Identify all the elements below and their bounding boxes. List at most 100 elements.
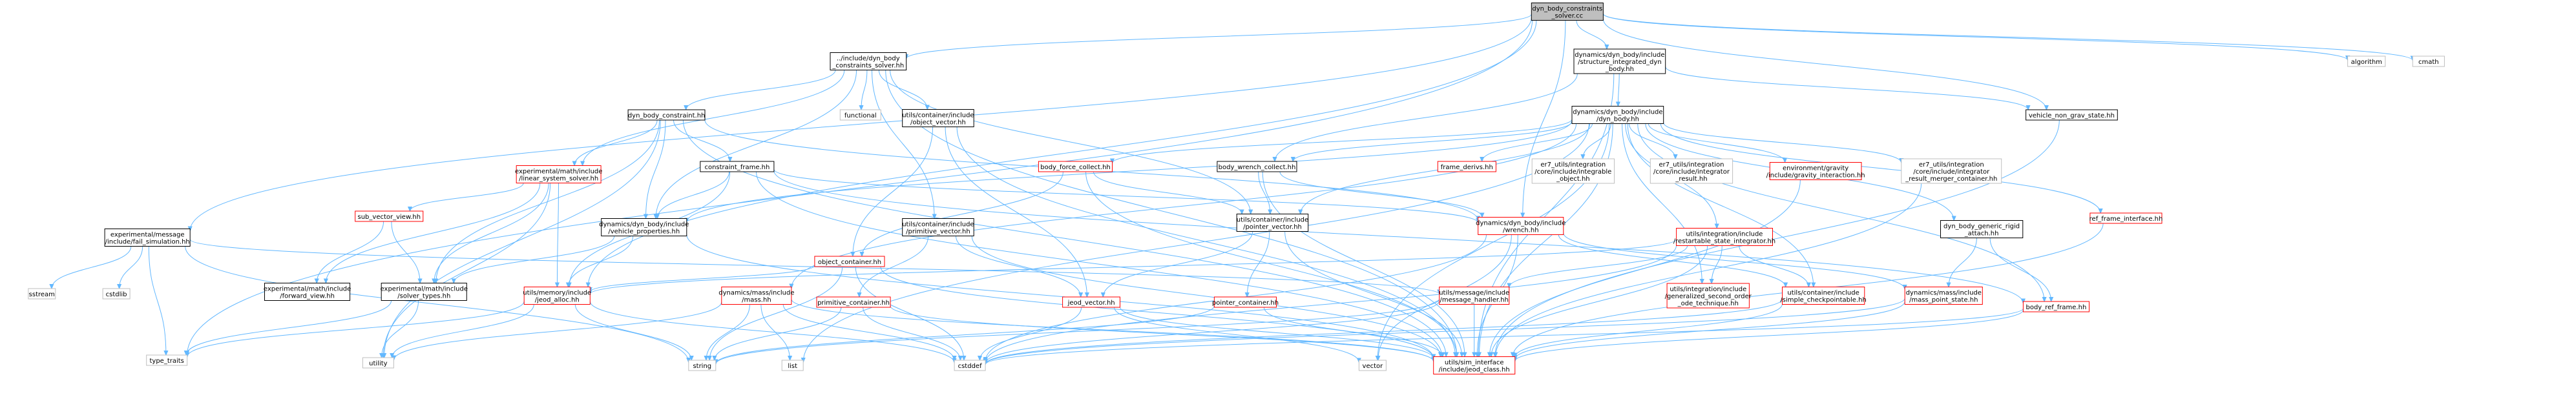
graph-edge-dynbody-to-fderivs: [1482, 123, 1593, 162]
graph-edge-objvec-to-objcont: [853, 127, 934, 257]
graph-edge-expmsg-to-string: [185, 246, 689, 363]
graph-edge-msghandler-to-cstddef: [985, 300, 1440, 363]
graph-node-dbcs[interactable]: ../include/dyn_body_constraints_solver.h…: [830, 52, 907, 70]
graph-node-objvec[interactable]: utils/container/include/object_vector.hh: [902, 109, 974, 127]
graph-node-box: [1358, 360, 1387, 371]
graph-node-simplecp[interactable]: utils/container/include/simple_checkpoin…: [1780, 287, 1867, 305]
graph-node-msghandler[interactable]: utils/message/include/message_handler.hh: [1439, 287, 1510, 305]
graph-node-dynbody[interactable]: dynamics/dyn_body/include/dyn_body.hh: [1571, 106, 1664, 124]
graph-edge-ptrvec-to-ptrcont: [1247, 231, 1270, 298]
graph-node-label: dyn_body_generic_rigid: [1943, 223, 2020, 230]
graph-edge-bfc-to-objcont: [862, 171, 1063, 256]
graph-node-ptrcont[interactable]: pointer_container.hh: [1212, 296, 1279, 308]
graph-node-label: /core/include/integrator: [1913, 168, 1990, 176]
graph-edge-msghandler-to-string: [716, 298, 1440, 364]
graph-node-label: utils/container/include: [1787, 290, 1859, 297]
graph-node-jvec[interactable]: jeod_vector.hh: [1062, 296, 1120, 308]
graph-edge-expmsg-to-typetraits: [148, 246, 166, 356]
graph-node-vector: vector: [1358, 360, 1387, 371]
graph-node-subvec[interactable]: sub_vector_view.hh: [355, 210, 424, 222]
graph-node-vngs[interactable]: vehicle_non_grav_state.hh: [2026, 109, 2118, 121]
graph-node-label: /include/gravity_interaction.hh: [1766, 172, 1865, 179]
graph-node-bfc[interactable]: body_force_collect.hh: [1038, 161, 1113, 172]
graph-node-label: ../include/dyn_body: [837, 56, 900, 63]
graph-edge-vprops-to-jalloc: [568, 236, 634, 287]
graph-node-label: /message_handler.hh: [1440, 297, 1508, 304]
graph-node-label: /restartable_state_integrator.hh: [1673, 238, 1775, 245]
graph-node-rfi[interactable]: ref_frame_interface.hh: [2089, 212, 2163, 224]
graph-node-fwdview[interactable]: experimental/math/include/forward_view.h…: [264, 283, 351, 301]
graph-node-jclass[interactable]: utils/sim_interface/include/jeod_class.h…: [1433, 356, 1516, 374]
graph-node-label: dynamics/dyn_body/include: [1575, 52, 1664, 59]
graph-node-gravity[interactable]: environment/gravity/include/gravity_inte…: [1766, 162, 1865, 180]
graph-node-box: [781, 360, 804, 371]
graph-edge-root-to-vngs: [1602, 19, 2046, 110]
graph-node-label: cstdlib: [106, 291, 127, 298]
graph-node-label: vehicle_non_grav_state.hh: [2029, 112, 2115, 119]
graph-edge-soltypes-to-typetraits: [186, 300, 392, 356]
graph-node-wrench[interactable]: dynamics/dyn_body/include/wrench.hh: [1476, 217, 1565, 235]
graph-node-box: [601, 218, 687, 236]
graph-node-label: _body.hh: [1605, 66, 1634, 73]
graph-node-primcont[interactable]: primitive_container.hh: [816, 296, 891, 308]
graph-node-box: [1901, 158, 2002, 184]
graph-node-dbconstraint[interactable]: dyn_body_constraint.hh: [627, 109, 706, 121]
graph-node-box: [688, 360, 717, 371]
graph-node-mps[interactable]: dynamics/mass/include/mass_point_state.h…: [1904, 287, 1983, 305]
graph-node-box: [1217, 161, 1297, 172]
graph-edge-objcont-to-cstddef: [855, 266, 964, 360]
graph-node-box: [2347, 56, 2386, 67]
graph-node-primvec[interactable]: utils/container/include/primitive_vector…: [902, 218, 974, 236]
graph-edge-dbconstraint-to-lss: [574, 119, 658, 166]
graph-node-objcont[interactable]: object_container.hh: [814, 256, 885, 267]
graph-edge-objvec-to-jclass: [956, 127, 1455, 357]
graph-node-label: er7_utils/integration: [1540, 161, 1606, 168]
graph-node-gsoot[interactable]: utils/integration/include/generalized_se…: [1665, 283, 1752, 309]
graph-node-sidb[interactable]: dynamics/dyn_body/include/structure_inte…: [1573, 48, 1666, 74]
graph-node-expmsg[interactable]: experimental/message/include/fail_simula…: [104, 229, 191, 247]
graph-edge-primcont-to-string: [715, 307, 842, 360]
graph-node-box: [381, 283, 467, 301]
graph-node-vprops[interactable]: dynamics/dyn_body/include/vehicle_proper…: [599, 218, 689, 236]
graph-node-label: body_wrench_collect.hh: [1219, 164, 1296, 171]
graph-node-label: dyn_body_constraint.hh: [628, 112, 706, 119]
graph-node-label: object_container.hh: [818, 259, 881, 266]
graph-node-lss[interactable]: experimental/math/include/linear_system_…: [515, 165, 602, 183]
graph-node-label: _result.hh: [1675, 176, 1707, 183]
graph-edge-primvec-to-primcont: [859, 236, 929, 298]
graph-edge-dbgra-to-brf: [1989, 238, 2051, 302]
graph-node-box: [902, 109, 974, 127]
graph-node-label: dyn_body_constraints: [1532, 6, 1602, 13]
graph-node-box: [264, 283, 351, 301]
graph-node-soltypes[interactable]: experimental/math/include/solver_types.h…: [381, 283, 468, 301]
graph-node-fderivs[interactable]: frame_derivs.hh: [1437, 161, 1496, 172]
graph-node-box: [1940, 220, 2024, 238]
graph-node-box: [1062, 296, 1120, 308]
graph-node-bwc[interactable]: body_wrench_collect.hh: [1217, 161, 1297, 172]
graph-edge-mass-to-jclass: [791, 299, 1434, 362]
graph-node-label: _solver.cc: [1551, 13, 1584, 20]
graph-edge-ptrvec-to-jclass: [1284, 231, 1462, 357]
graph-node-box: [1666, 283, 1750, 309]
graph-node-box: [1782, 287, 1865, 305]
graph-edge-vprops-to-soltypes: [454, 236, 615, 283]
graph-node-rsi[interactable]: utils/integration/include/restartable_st…: [1673, 228, 1775, 246]
graph-node-mass[interactable]: dynamics/mass/include/mass.hh: [718, 287, 795, 305]
graph-edge-dynbody-to-gravity: [1648, 123, 1785, 163]
graph-node-box: [2026, 109, 2118, 121]
graph-node-brf[interactable]: body_ref_frame.hh: [2022, 301, 2089, 312]
graph-edge-bwc-to-ptrvec: [1258, 171, 1270, 214]
graph-node-dbgra[interactable]: dyn_body_generic_rigid_attach.hh: [1940, 220, 2024, 238]
graph-node-cframe[interactable]: constraint_frame.hh: [700, 161, 775, 172]
graph-node-ptrvec[interactable]: utils/container/include/pointer_vector.h…: [1236, 214, 1309, 232]
graph-edge-mass-to-string: [706, 304, 750, 361]
graph-node-jalloc[interactable]: utils/memory/include/jeod_alloc.hh: [523, 287, 591, 305]
graph-node-box: [627, 109, 706, 121]
graph-node-label: /vehicle_properties.hh: [608, 229, 680, 236]
graph-edge-root-to-algorithm: [1602, 14, 2347, 61]
graph-node-box: [721, 287, 792, 305]
graph-node-label: dynamics/mass/include: [1906, 290, 1982, 297]
graph-edge-root-to-jalloc: [588, 20, 1537, 287]
graph-node-root[interactable]: dyn_body_constraints_solver.cc: [1531, 3, 1604, 21]
graph-edge-dynbody-to-bwc: [1293, 121, 1573, 161]
